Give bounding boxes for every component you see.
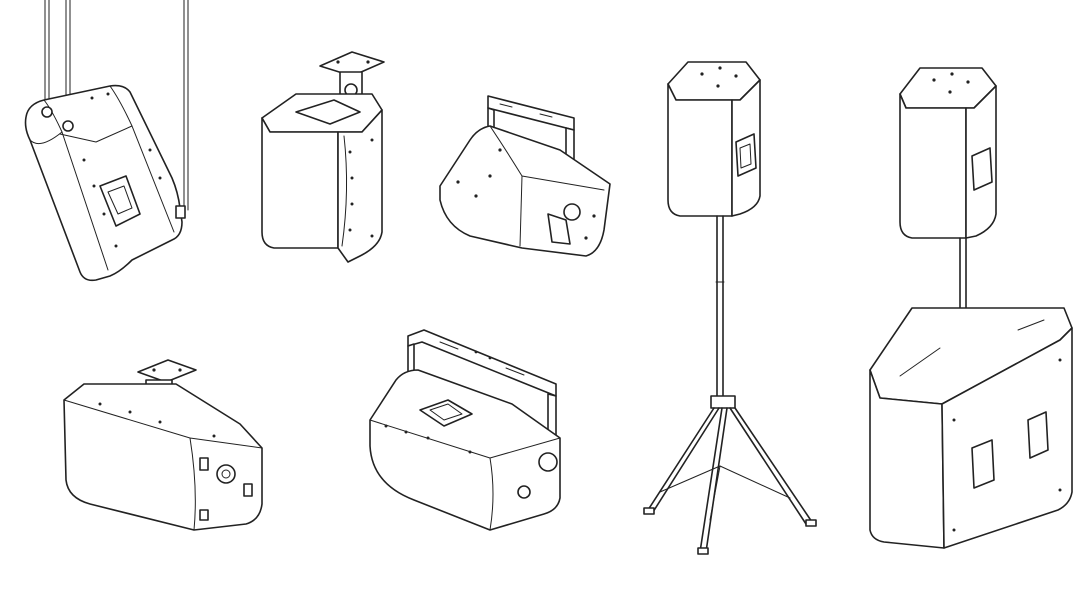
cabinet-front [667,83,733,217]
bracket-knob [563,203,581,221]
cabinet-outline [439,125,611,257]
bracket-knob [538,452,558,472]
speaker-u-bracket-tilted [439,95,611,257]
speaker-u-bracket-horizontal [369,329,561,531]
cabinet-edge [521,175,605,191]
u-bracket-bar [487,95,575,131]
rigging-point [243,483,253,497]
handle-grip [107,185,133,215]
tripod-foot [697,547,709,555]
rigging-point [175,205,186,219]
top-handle [295,99,361,125]
cabinet-edge [59,125,133,143]
speaker-suspended-by-cables [24,0,189,282]
cabinet-edge [489,457,494,531]
rigging-point [199,457,209,471]
speaker-pole-on-subwoofer [869,67,1073,549]
cabinet-outline [63,383,263,531]
cabinet-outline [24,84,183,282]
connector [517,485,531,499]
handle [971,147,993,191]
subwoofer-slot [1017,319,1045,331]
handle [99,175,141,227]
bracket-plate [137,359,197,383]
subwoofer-slot [899,347,941,377]
subwoofer-side [941,327,1073,549]
subwoofer-handle [971,439,995,489]
tripod-foot [805,519,817,527]
handle-grip [739,143,752,169]
tripod-leg [699,407,723,553]
cabinet-side [337,109,383,263]
rigging-point [199,509,209,521]
tripod-leg [729,407,807,525]
handle [547,213,571,245]
cabinet-front [899,93,967,239]
cabinet-edge [189,437,196,531]
handle [419,399,473,427]
speaker-ceiling-bracket-horizontal [63,359,263,531]
rigging-point [62,120,74,132]
tripod-leg [647,407,715,511]
cabinet-edge [341,135,348,247]
cabinet-edge [29,131,63,145]
tripod-foot [643,507,655,515]
tripod-leg [705,407,728,553]
cabinet-front [261,117,339,249]
rigging-point [41,106,53,118]
handle [735,133,757,177]
speaker-on-tripod-stand [643,61,817,555]
tripod-leg [734,407,813,523]
stand-clamp [710,395,736,409]
handle-grip [429,403,463,421]
tripod-leg [652,407,720,513]
connector [216,464,236,484]
speaker-ceiling-bracket-vertical [261,51,385,263]
subwoofer-handle [1027,411,1049,459]
